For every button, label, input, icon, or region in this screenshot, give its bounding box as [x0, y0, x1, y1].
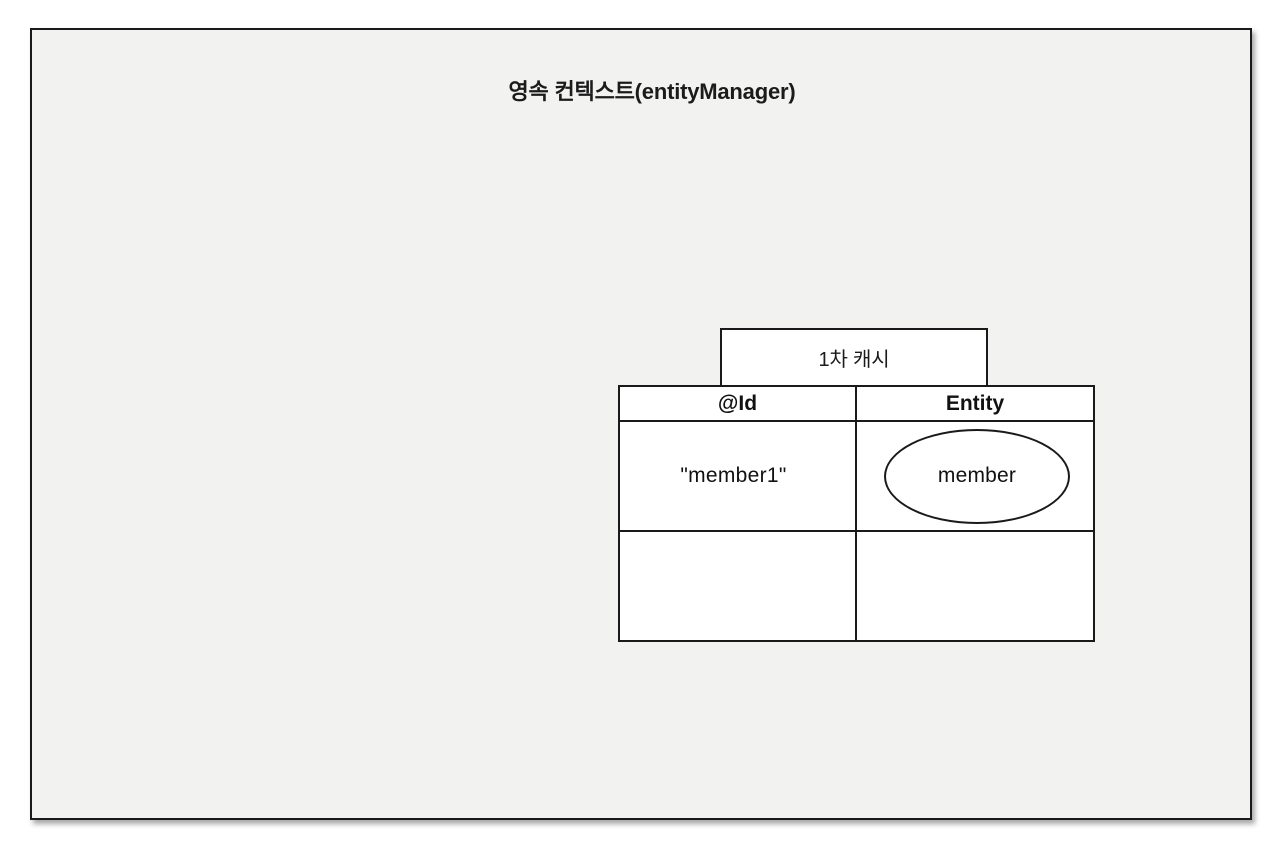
- table-body: "member1" member: [618, 420, 1095, 642]
- column-header-entity: Entity: [855, 385, 1095, 422]
- column-header-id: @Id: [618, 385, 857, 422]
- first-level-cache-group: 1차 캐시 @Id Entity "member1" membe: [618, 328, 1095, 648]
- cell-id-value: "member1": [680, 464, 787, 487]
- page-title: 영속 컨텍스트(entityManager): [32, 74, 1254, 106]
- table-header-row: @Id Entity: [618, 385, 1095, 422]
- entity-ellipse: member: [884, 428, 1070, 524]
- cell-entity: [855, 530, 1095, 642]
- first-level-cache-table: @Id Entity "member1" member: [618, 385, 1095, 642]
- table-row: [618, 530, 1095, 642]
- cell-id: "member1": [618, 420, 857, 532]
- slide-frame: 영속 컨텍스트(entityManager) 1차 캐시 @Id Entity …: [30, 28, 1252, 820]
- cell-id: [618, 530, 857, 642]
- page-title-text: 영속 컨텍스트(entityManager): [508, 79, 796, 104]
- table-header: @Id Entity: [618, 385, 1095, 422]
- entity-label: member: [937, 464, 1017, 487]
- entity-bubble-wrap: member: [857, 422, 1093, 530]
- first-level-cache-label-box: 1차 캐시: [720, 328, 988, 387]
- first-level-cache-label: 1차 캐시: [818, 349, 890, 371]
- table-row: "member1" member: [618, 420, 1095, 532]
- cell-entity: member: [855, 420, 1095, 532]
